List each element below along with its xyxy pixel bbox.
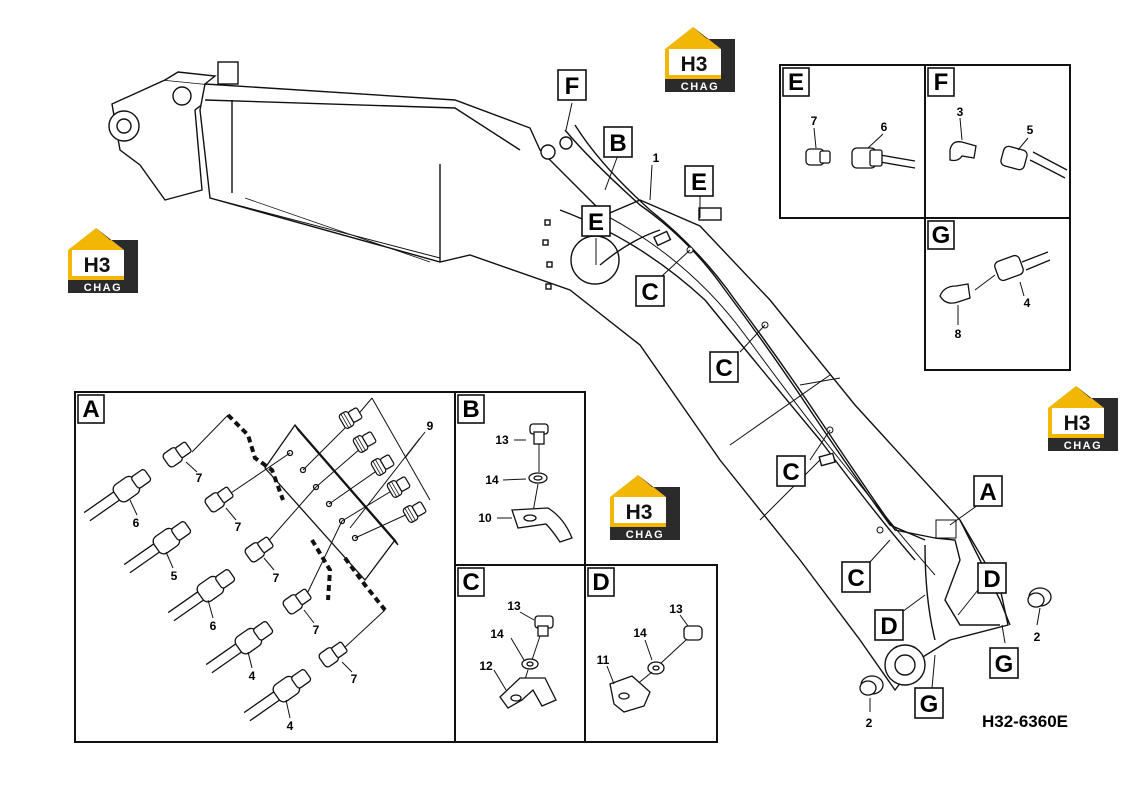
svg-text:CHAG: CHAG — [681, 81, 719, 93]
watermark-logo-right: H3 CHAG — [1048, 386, 1118, 452]
panel-D-part-11: 11 — [597, 653, 610, 667]
svg-text:CHAG: CHAG — [84, 282, 122, 294]
callout-D-boom-1: D — [983, 566, 1000, 593]
callout-C-boom-2: C — [715, 355, 732, 382]
reference-code: H32-6360E — [982, 712, 1068, 731]
callout-A-boom: A — [979, 479, 996, 506]
panel-F-fittings — [949, 117, 1068, 179]
panel-A-hoses — [83, 469, 312, 722]
panel-F-part-5: 5 — [1027, 123, 1034, 137]
svg-text:H3: H3 — [84, 254, 111, 277]
panel-A-part-4a: 4 — [249, 669, 256, 683]
panel-E-fittings — [805, 127, 916, 169]
panel-A-part-7a: 7 — [196, 471, 203, 485]
svg-text:H3: H3 — [681, 53, 708, 76]
panel-G-title: G — [932, 222, 951, 249]
panel-A-part-9: 9 — [427, 419, 434, 433]
panel-A-part-7e: 7 — [351, 672, 358, 686]
boom-callouts — [557, 69, 1019, 719]
panel-B-part-10: 10 — [478, 511, 492, 525]
panel-A-dashed-lines — [226, 413, 387, 612]
svg-text:CHAG: CHAG — [1064, 440, 1102, 452]
panel-A-part-7c: 7 — [273, 571, 280, 585]
pin-part-2-bottom — [859, 675, 884, 696]
panel-A-part-6a: 6 — [133, 516, 140, 530]
panel-D-clamp — [606, 614, 703, 713]
callout-F-boom: F — [565, 73, 580, 100]
pin-part-2-right — [1027, 587, 1052, 608]
panel-B-part-14: 14 — [485, 473, 499, 487]
watermark-logo-center: H3 CHAG — [610, 475, 680, 541]
panel-E-part-6: 6 — [881, 120, 888, 134]
part-label-1-boom: 1 — [653, 151, 660, 165]
callout-C-boom-4: C — [847, 565, 864, 592]
panel-A-part-7d: 7 — [313, 623, 320, 637]
panel-A-hose-fittings — [162, 441, 348, 668]
callout-G-boom-2: G — [920, 691, 939, 718]
panel-F-title: F — [934, 69, 949, 96]
svg-text:CHAG: CHAG — [626, 529, 664, 541]
panel-B-title: B — [462, 396, 479, 423]
panel-A-part-4b: 4 — [287, 719, 294, 733]
callout-D-boom-2: D — [880, 613, 897, 640]
watermark-logo-top: H3 CHAG — [665, 27, 735, 93]
callout-C-boom-3: C — [782, 459, 799, 486]
panel-A-part-5: 5 — [171, 569, 178, 583]
excavator-boom — [108, 61, 1011, 692]
svg-text:H3: H3 — [626, 501, 653, 524]
callout-E-boom-2: E — [691, 169, 707, 196]
panel-E-part-7: 7 — [811, 114, 818, 128]
part-label-2-bottom: 2 — [866, 716, 873, 730]
leader-lines — [565, 102, 1041, 712]
panel-A-hose-lines — [191, 397, 431, 651]
panel-A-part-7b: 7 — [235, 520, 242, 534]
panel-B-clamp — [497, 423, 573, 543]
watermark-logo-left: H3 CHAG — [68, 228, 138, 294]
detail-panel-E-F-G — [779, 64, 1071, 371]
panel-G-fittings — [939, 251, 1051, 325]
svg-text:H3: H3 — [1064, 412, 1091, 435]
part-label-2-right: 2 — [1034, 630, 1041, 644]
panel-D-title: D — [592, 569, 609, 596]
callout-B-boom: B — [609, 130, 626, 157]
callout-C-boom-1: C — [641, 279, 658, 306]
panel-A-leaders — [129, 431, 426, 719]
callout-E-boom-1: E — [588, 209, 604, 236]
panel-E-title: E — [788, 69, 804, 96]
hose-routing — [564, 124, 1000, 641]
panel-G-part-4: 4 — [1024, 296, 1031, 310]
panel-C-part-13: 13 — [507, 599, 521, 613]
panel-C-title: C — [462, 569, 479, 596]
panel-G-part-8: 8 — [955, 327, 962, 341]
callout-G-boom-1: G — [995, 651, 1014, 678]
panel-A-title: A — [82, 396, 99, 423]
panel-D-part-13: 13 — [669, 602, 683, 616]
panel-D-part-14: 14 — [633, 626, 647, 640]
panel-A-part-6b: 6 — [210, 619, 217, 633]
panel-C-clamp — [493, 611, 557, 709]
panel-C-part-12: 12 — [479, 659, 493, 673]
panel-C-part-14: 14 — [490, 627, 504, 641]
panel-B-part-13: 13 — [495, 433, 509, 447]
panel-F-part-3: 3 — [957, 105, 964, 119]
detail-panel-A-B-C-D — [74, 391, 718, 743]
